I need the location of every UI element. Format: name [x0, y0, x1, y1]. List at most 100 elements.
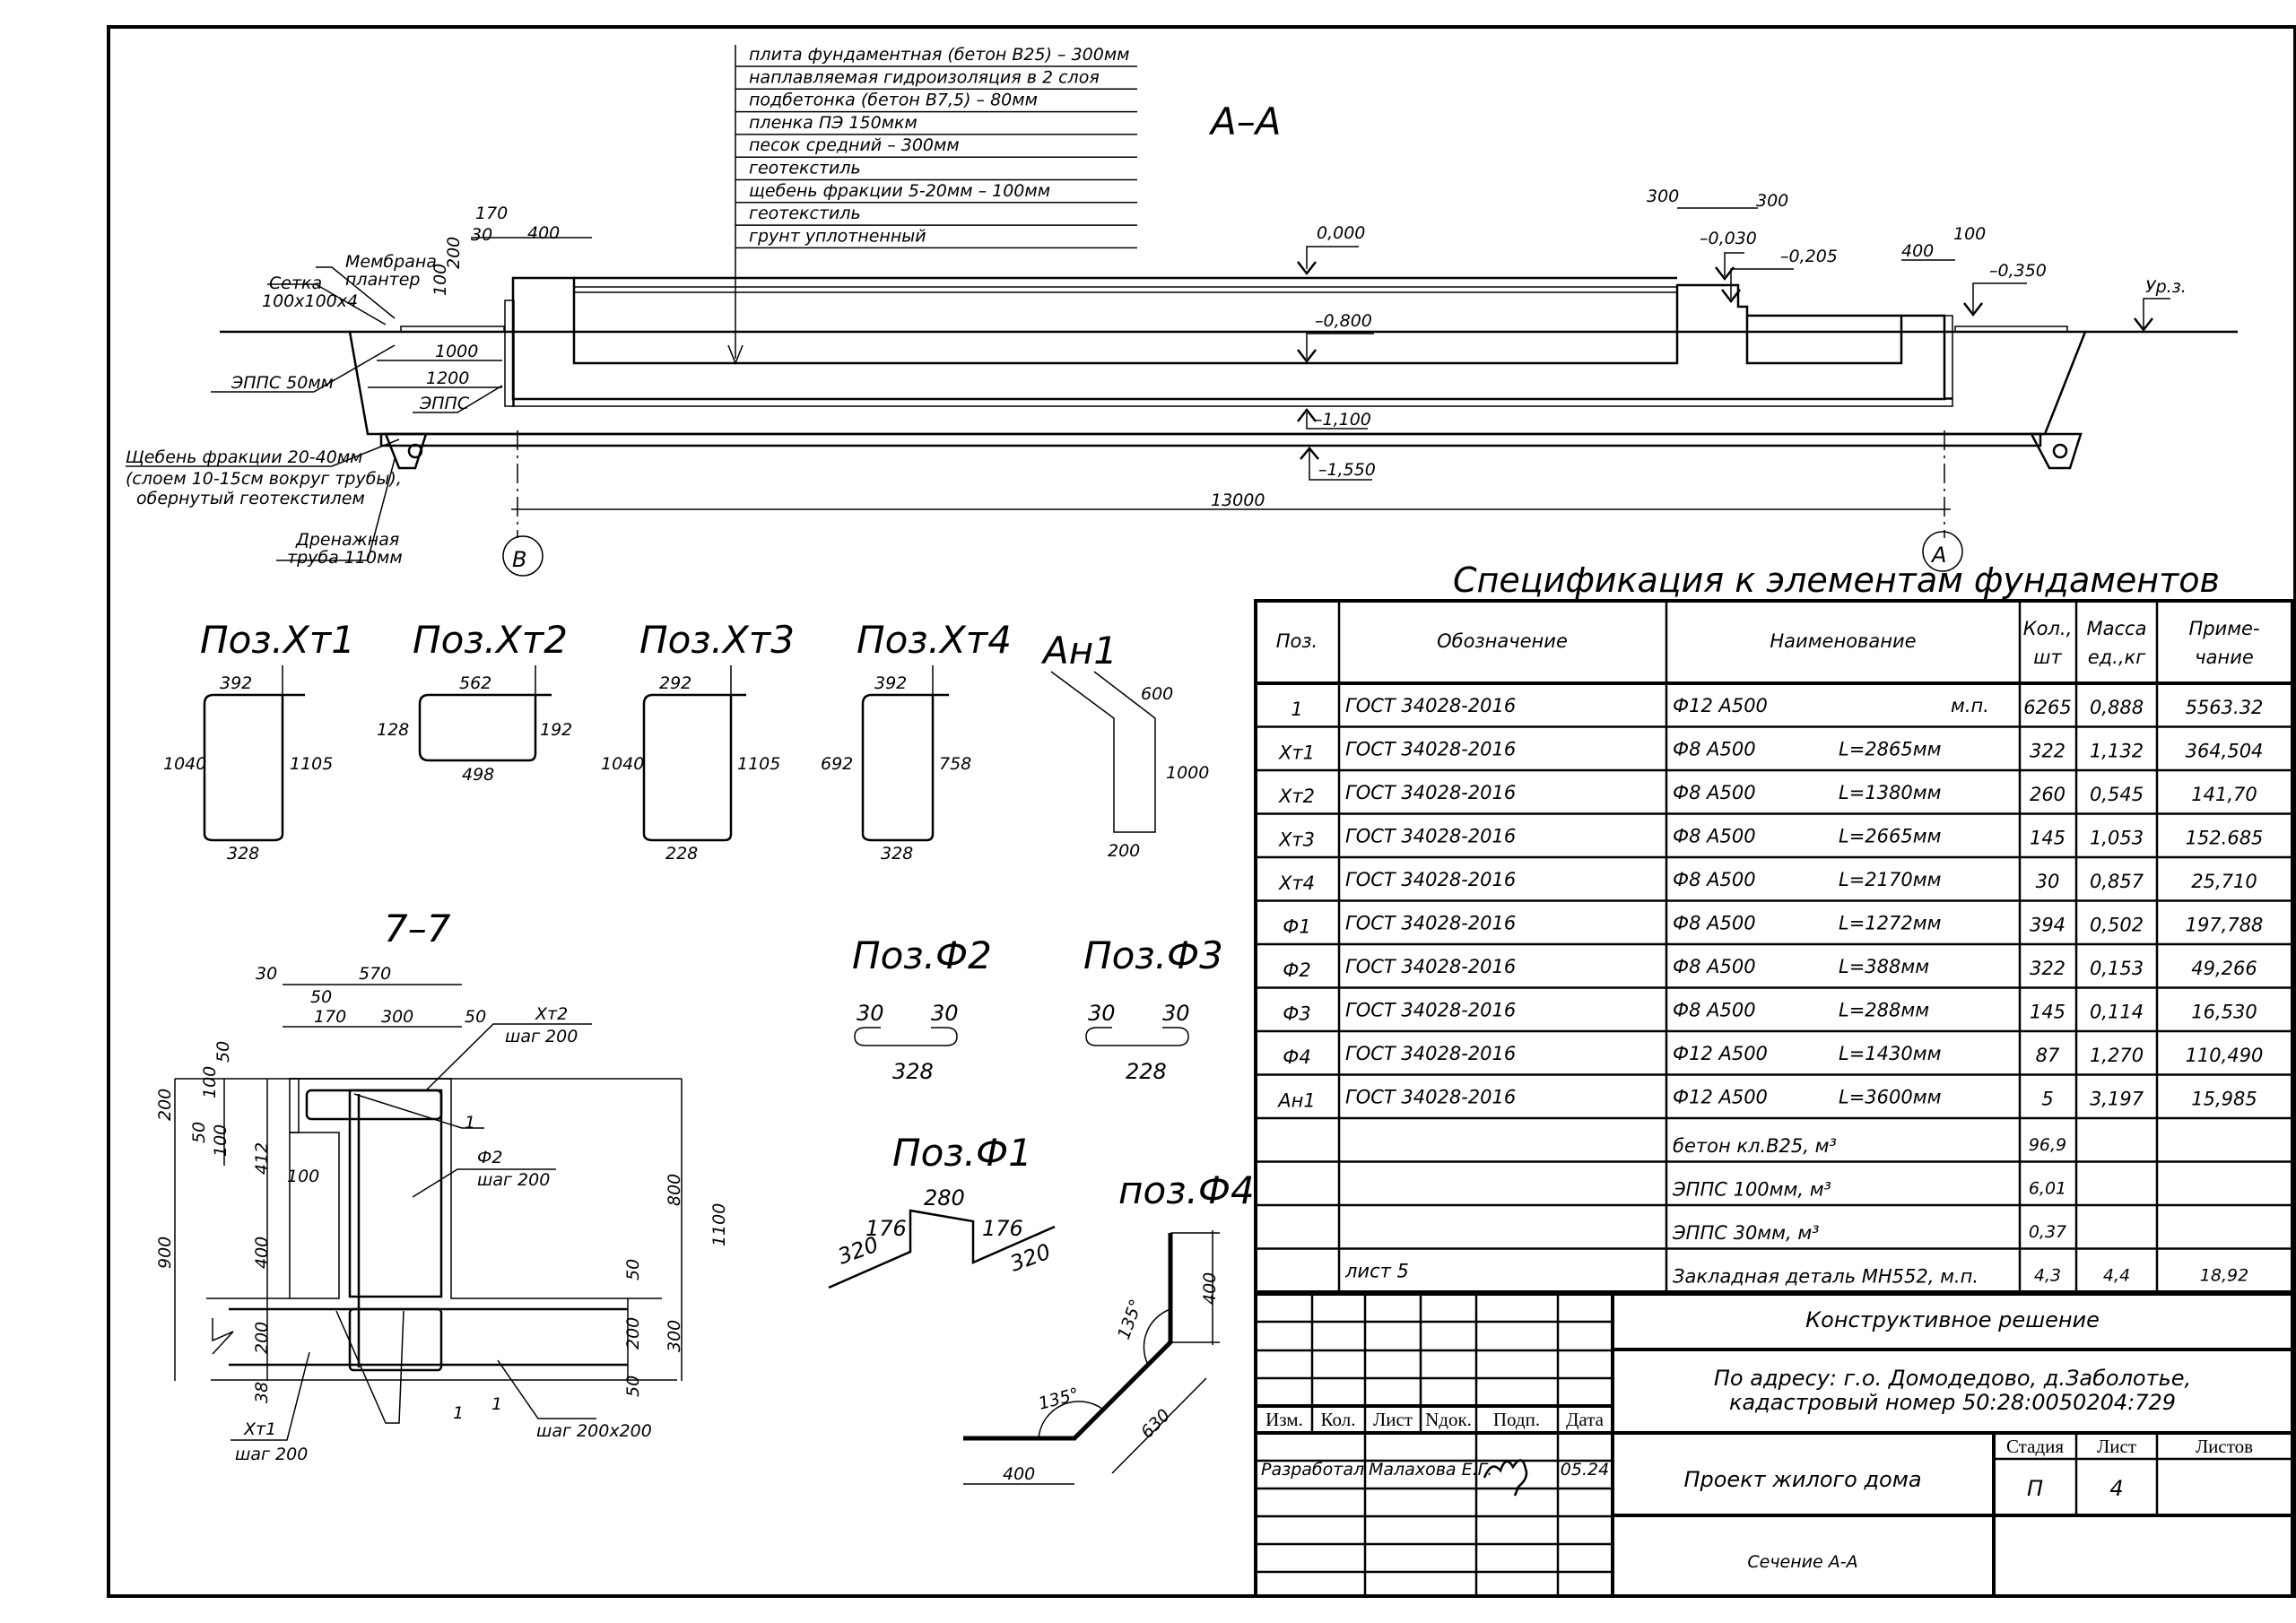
s77-f2-step: шаг 200: [477, 1170, 550, 1190]
s77-v400: 400: [252, 1237, 272, 1269]
s77-d50b: 50: [465, 1007, 486, 1027]
f1-c: 280: [924, 1185, 965, 1211]
spec-cell-qty: 322: [2030, 958, 2066, 979]
f4-diag: 630: [1137, 1405, 1174, 1442]
layer-item: щебень фракции 5-20мм – 100мм: [749, 181, 1050, 201]
spec-cell-mass: 4,4: [2103, 1266, 2130, 1286]
axis-label-b: В: [512, 547, 526, 572]
spec-header-qty: Кол.,: [2023, 618, 2073, 639]
f3-hook-left: 30: [1088, 1001, 1116, 1026]
xm2-left: 128: [377, 720, 409, 740]
titleblock-stage: П: [2027, 1476, 2043, 1501]
f4-title: поз.Ф4: [1118, 1168, 1255, 1212]
spec-cell-mass: 0,502: [2090, 915, 2144, 936]
svg-text:0,000: 0,000: [1317, 223, 1365, 243]
drain-pipe-right: [2052, 443, 2068, 459]
spec-header-designation: Обозначение: [1437, 630, 1568, 652]
xm1-top: 392: [220, 673, 252, 693]
spec-cell-pos: Хт1: [1278, 742, 1315, 764]
axis-bubble-a: [1922, 531, 1963, 572]
spec-cell-name: ЭППС 30мм, м³: [1672, 1222, 1820, 1244]
s77-d30: 30: [256, 964, 277, 984]
layer-item: наплавляемая гидроизоляция в 2 слоя: [749, 67, 1100, 87]
spec-cell-qty: 87: [2036, 1045, 2060, 1066]
s77-r200: 200: [623, 1317, 643, 1350]
layer-item: грунт уплотненный: [749, 226, 926, 246]
s77-v200a: 200: [155, 1089, 175, 1121]
spec-cell-name: Ф8 А500: [1673, 739, 1756, 760]
f3-hook-right: 30: [1162, 1001, 1190, 1026]
f2-hook-right: 30: [931, 1001, 959, 1026]
dim-30: 30: [471, 225, 492, 245]
s77-callout-1b: 1: [453, 1403, 464, 1423]
axis-label-a: А: [1930, 542, 1946, 568]
spec-cell-note: 110,490: [2186, 1045, 2264, 1066]
layer-item: песок средний – 300мм: [749, 135, 960, 155]
spec-cell-length: L=2865мм: [1839, 739, 1942, 760]
titleblock-sheet: 4: [2109, 1476, 2123, 1501]
s77-v50: 50: [213, 1041, 233, 1063]
titleblock-author: Малахова Е.Г.: [1369, 1460, 1492, 1480]
spec-cell-note: 197,788: [2186, 915, 2264, 936]
spec-cell-doc: ГОСТ 34028-2016: [1345, 1000, 1516, 1021]
elevation-ground: Ур.з.: [2134, 277, 2187, 333]
spec-cell-name: бетон кл.B25, м³: [1673, 1135, 1837, 1157]
spec-cell-qty: 6265: [2023, 697, 2071, 718]
spec-header-mass: Масса: [2087, 618, 2147, 639]
titleblock-header-podp: Подп.: [1493, 1409, 1540, 1430]
spec-header-qty-unit: шт: [2033, 647, 2062, 668]
xm3-shape: [642, 693, 746, 842]
spec-cell-qty: 4,3: [2034, 1266, 2061, 1286]
label-gravel-1: Щебень фракции 20-40мм: [126, 447, 363, 467]
spec-cell-pos: Ф3: [1283, 1003, 1310, 1025]
f3-length: 228: [1126, 1059, 1167, 1084]
spec-cell-name: Ф12 А500: [1673, 695, 1768, 716]
an1-title: Ан1: [1040, 629, 1118, 673]
spec-cell-qty: 0,37: [2029, 1222, 2066, 1242]
spec-cell-qty: 260: [2030, 784, 2066, 805]
an1-slope: 600: [1141, 684, 1173, 704]
spec-header-note: Приме-: [2188, 618, 2259, 639]
layer-item: пленка ПЭ 150мкм: [749, 113, 918, 133]
spec-cell-mass: 0,114: [2090, 1002, 2144, 1023]
xm4-shape: [861, 693, 949, 842]
dim-400-left: 400: [527, 223, 560, 243]
titleblock-header-list: Лист: [1373, 1409, 1413, 1430]
spec-cell-note: 152.685: [2186, 828, 2264, 849]
drain-trench-right: [2029, 432, 2083, 470]
titleblock-address-2: кадастровый номер 50:28:0050204:729: [1729, 1390, 2176, 1415]
spec-cell-qty: 145: [2030, 828, 2066, 849]
layer-item: плита фундаментная (бетон B25) – 300мм: [749, 45, 1130, 65]
s77-xm2: Хт2: [535, 1004, 568, 1024]
svg-text:–0,350: –0,350: [1989, 261, 2047, 281]
xm4-bottom: 328: [881, 844, 913, 864]
titleblock-sheets-label: Листов: [2196, 1436, 2253, 1457]
s77-d570: 570: [359, 964, 391, 984]
label-mesh-1: Сетка: [269, 273, 322, 293]
dim-200: 200: [444, 237, 464, 269]
spec-cell-length: L=1272мм: [1839, 913, 1942, 934]
xm1-shape: [203, 693, 305, 842]
titleblock-drawing: Сечение А-А: [1747, 1552, 1857, 1572]
an1-bottom: 200: [1108, 841, 1140, 861]
spec-cell-note: 141,70: [2191, 784, 2257, 805]
svg-text:–0,205: –0,205: [1780, 247, 1838, 266]
titleblock-header-izm: Изм.: [1265, 1409, 1303, 1430]
dim-1000: 1000: [435, 342, 478, 361]
xm1-bottom: 328: [227, 844, 259, 864]
spec-cell-name: Ф12 А500: [1673, 1087, 1768, 1108]
spec-cell-name: Ф8 А500: [1673, 782, 1756, 803]
layer-item: подбетонка (бетон B7,5) – 80мм: [749, 91, 1038, 110]
spec-cell-note: 18,92: [2200, 1266, 2248, 1286]
spec-cell-doc: ГОСТ 34028-2016: [1345, 782, 1516, 803]
label-membrane-2: плантер: [345, 270, 420, 290]
spec-cell-length: L=3600мм: [1839, 1087, 1942, 1108]
spec-cell-doc: лист 5: [1344, 1261, 1409, 1282]
titleblock-header-date: Дата: [1566, 1409, 1605, 1430]
spec-cell-pos: 1: [1291, 699, 1302, 720]
epps-left: [504, 299, 515, 407]
